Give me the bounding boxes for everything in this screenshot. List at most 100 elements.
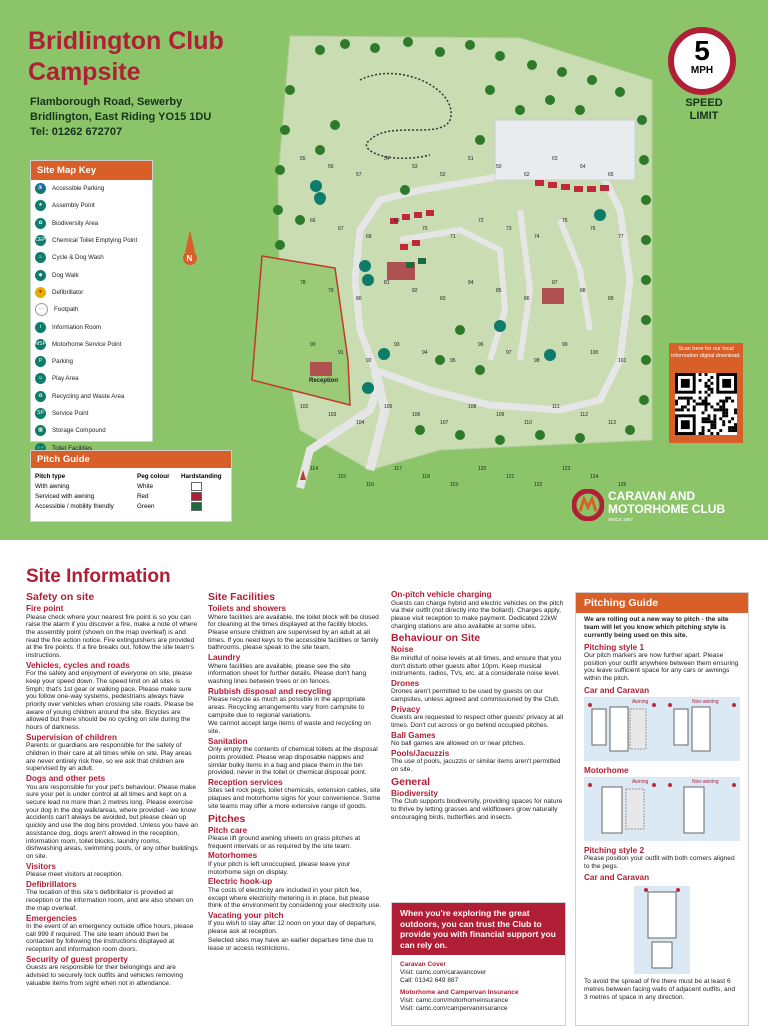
chemical-toilet-icon: CEP xyxy=(35,235,46,247)
speed-label-1: SPEED xyxy=(685,97,723,109)
speed-limit-sign: 5 MPH xyxy=(668,27,736,95)
pitch-number: 77 xyxy=(618,234,624,240)
qr-code[interactable] xyxy=(675,373,737,435)
section-heading: Pitches xyxy=(208,812,246,825)
car-caravan-title: Car and Caravan xyxy=(584,685,650,695)
toilet-facilities-icon: ♀♂ xyxy=(35,442,46,454)
pitch-number: 95 xyxy=(450,358,456,364)
logo-since: SINCE 1907 xyxy=(608,517,634,522)
pitch-number: 50 xyxy=(496,164,502,170)
pitch-number: 92 xyxy=(366,358,372,364)
footpath-icon: ⋯ xyxy=(35,303,48,317)
pitch-number: 114 xyxy=(310,466,318,472)
key-item: CEP Chemical Toilet Emptying Point xyxy=(31,232,152,249)
key-item: ◆Dog Walk xyxy=(31,266,152,283)
key-item-label: Recycling and Waste Area xyxy=(52,392,125,400)
qr-caption: Scan here for our local information digi… xyxy=(671,346,741,359)
pitch-number: 122 xyxy=(534,482,543,488)
subsection-heading: Sanitation xyxy=(208,736,248,746)
subsection-heading: Privacy xyxy=(391,704,421,714)
speed-unit: MPH xyxy=(690,65,714,76)
paragraph: We cannot accept large items of waste an… xyxy=(208,720,371,735)
pitching-guide: Pitching Guide We are rolling out a new … xyxy=(575,592,749,1026)
pitch-number: 72 xyxy=(478,218,484,224)
motorhome-diagram: Awning Non-awning xyxy=(584,776,740,841)
subsection-heading: Fire point xyxy=(26,604,64,613)
key-item-label: Motorhome Service Point xyxy=(52,340,122,348)
campervan-insurance-link[interactable]: Visit: camc.com/campervaninsurance xyxy=(400,1005,508,1012)
pitch-number: 125 xyxy=(618,482,627,488)
site-map: N Reception 5556575453525150626364656667… xyxy=(183,35,653,490)
pitching-style-2-text: Please position your outfit with both co… xyxy=(584,854,735,870)
pitch-number: 109 xyxy=(496,412,505,418)
pitch-number: 116 xyxy=(366,482,374,488)
cycle-dog-wash-icon: ♨ xyxy=(35,252,46,264)
promo-motorhome-title: Motorhome and Campervan Insurance xyxy=(392,989,565,997)
logo-line-1: CARAVAN AND xyxy=(608,489,696,503)
key-item: ♻Recycling and Waste Area xyxy=(31,388,152,405)
car-caravan-diagram: Awning Non-awning xyxy=(584,696,740,761)
key-item-label: Parking xyxy=(52,358,73,366)
address-line-2: Bridlington, East Riding YO15 1DU xyxy=(30,111,212,123)
pitch-number: 68 xyxy=(366,234,372,240)
pitch-type: Serviced with awning xyxy=(35,492,95,500)
style-2-diagram xyxy=(584,884,740,977)
section-heading: General xyxy=(391,775,431,788)
subsection-heading: Supervision of children xyxy=(26,732,117,742)
pitch-number: 112 xyxy=(580,412,588,418)
promo-caravan-cover-title: Caravan Cover xyxy=(392,961,565,969)
subsection-heading: Noise xyxy=(391,645,414,655)
pitch-number: 85 xyxy=(496,288,502,294)
pitch-number: 101 xyxy=(618,358,627,364)
pitch-number: 89 xyxy=(608,296,614,302)
key-item-label: Dog Walk xyxy=(52,271,79,279)
speed-label-2: LIMIT xyxy=(689,110,719,122)
car-caravan-illustration xyxy=(588,702,736,752)
assembly-point-icon: ★ xyxy=(35,200,46,212)
biodiversity-area-icon: ✿ xyxy=(35,217,46,229)
car-caravan-2-title: Car and Caravan xyxy=(584,873,650,883)
key-item-label: Biodiversity Area xyxy=(52,219,99,227)
pitch-number: 74 xyxy=(534,234,540,240)
key-item: ★Assembly Point xyxy=(31,197,152,214)
key-item: ✿ Biodiversity Area xyxy=(31,215,152,232)
key-item-label: Defibrillator xyxy=(52,288,84,296)
pitch-number: 91 xyxy=(338,350,344,356)
subsection-heading: Pitch care xyxy=(208,825,248,835)
caravan-cover-link[interactable]: Visit: camc.com/caravancover xyxy=(400,969,487,976)
paragraph: Parents or guardians are responsible for… xyxy=(26,742,192,773)
pitch-number: 67 xyxy=(338,226,344,232)
speed-value: 5 xyxy=(694,35,710,66)
pitch-number: 106 xyxy=(412,412,421,418)
pitching-style-1-title: Pitching style 1 xyxy=(584,643,645,652)
pitch-guide-header-row: Pitch type Peg colour Hardstanding xyxy=(31,471,231,481)
pitch-number: 55 xyxy=(300,156,306,162)
subsection-heading: Toilets and showers xyxy=(208,604,287,613)
subsection-heading: Ball Games xyxy=(391,730,436,740)
motorhome-insurance-link[interactable]: Visit: camc.com/motorhomeinsurance xyxy=(400,997,509,1004)
title-line-2: Campsite xyxy=(28,58,141,86)
key-item-label: Chemical Toilet Emptying Point xyxy=(52,237,138,245)
key-item-label: Service Point xyxy=(52,410,89,417)
pitch-number: 108 xyxy=(468,404,477,410)
club-logo: CARAVAN AND MOTORHOME CLUB SINCE 1907 xyxy=(572,487,752,523)
paragraph: Please check where your nearest fire poi… xyxy=(26,613,198,660)
motorhome-illustration xyxy=(588,782,736,834)
hardstanding-swatch xyxy=(191,491,202,501)
pitch-number: 118 xyxy=(422,474,430,480)
qr-code-panel[interactable]: Scan here for our local information digi… xyxy=(669,343,743,443)
paragraph: Guests can charge hybrid and electric ve… xyxy=(391,599,564,630)
pitch-number: 120 xyxy=(478,466,487,472)
pitch-number: 100 xyxy=(590,350,599,356)
site-address: Flamborough Road, Sewerby Bridlington, E… xyxy=(30,95,211,140)
telephone: Tel: 01262 672707 xyxy=(30,126,123,138)
subsection-heading: Laundry xyxy=(208,653,241,663)
subsection-heading: Biodiversity xyxy=(391,788,438,798)
pitch-number: 73 xyxy=(506,226,512,232)
paragraph: Selected sites may have an earlier depar… xyxy=(208,936,374,952)
hardstanding-swatch xyxy=(191,501,202,511)
play-area-icon: ☺ xyxy=(35,373,46,385)
